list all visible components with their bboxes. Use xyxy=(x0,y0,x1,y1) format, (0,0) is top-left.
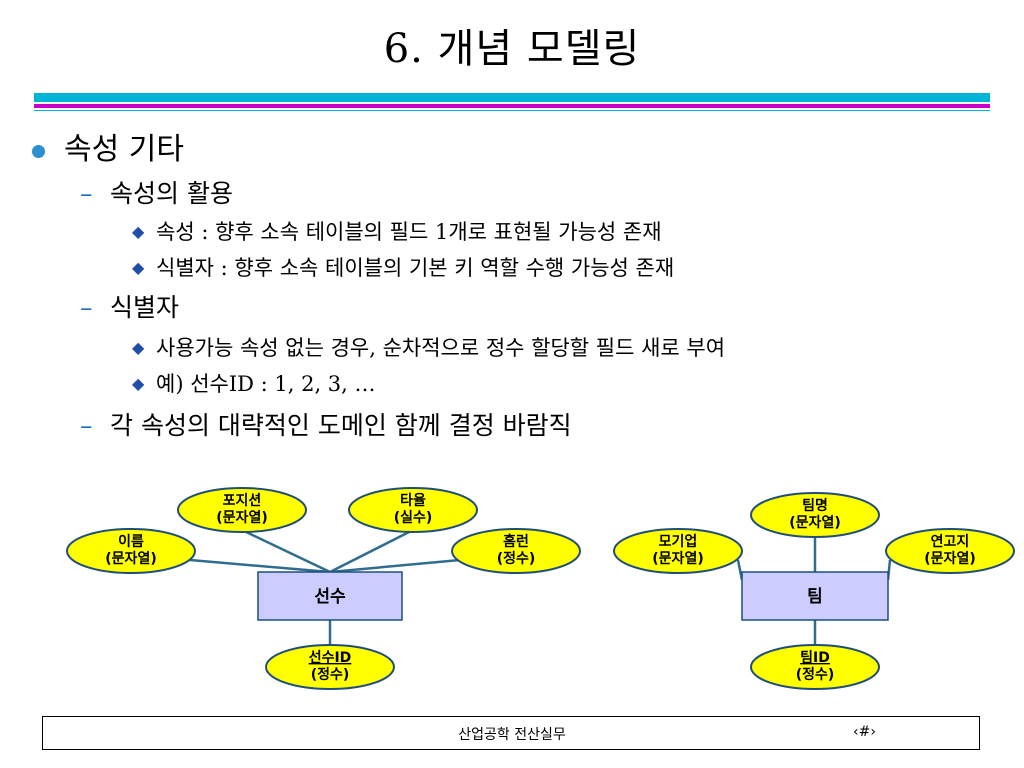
footer-page-number: ‹#› xyxy=(853,724,876,740)
attribute-home-runs: 홈런 (정수) xyxy=(451,528,581,574)
attribute-ellipse xyxy=(177,487,307,533)
attribute-batting-average: 타율 (실수) xyxy=(348,487,478,533)
attribute-name: 연고지 xyxy=(931,534,970,550)
attribute-player-id: 선수ID (정수) xyxy=(265,644,395,690)
footer-course: 산업공학 전산실무 xyxy=(458,727,566,743)
section-label: 식별자 xyxy=(110,293,180,322)
attribute-type: (문자열) xyxy=(105,550,156,567)
attribute-name: 홈런 xyxy=(503,533,529,550)
attribute-type: (문자열) xyxy=(789,514,840,531)
section-item: 사용가능 속성 없는 경우, 순차적으로 정수 할당할 필드 새로 부여 xyxy=(156,336,726,360)
attribute-type: (정수) xyxy=(311,666,350,683)
attribute-name: 팀ID xyxy=(800,650,830,666)
entity-player: 선수 xyxy=(257,571,403,621)
entity-box xyxy=(257,571,403,621)
attribute-name: 타율 xyxy=(400,492,426,509)
attribute-ellipse xyxy=(66,528,196,574)
attribute-type: (정수) xyxy=(796,666,835,683)
attribute-ellipse xyxy=(451,528,581,574)
entity-team: 팀 xyxy=(741,571,889,621)
title-rule-thin xyxy=(34,110,990,111)
attribute-position: 포지션 (문자열) xyxy=(177,487,307,533)
section-label: 속성의 활용 xyxy=(110,179,233,208)
diamond-bullet-icon: ◆ xyxy=(132,374,145,393)
attribute-type: (문자열) xyxy=(216,509,267,526)
attribute-ellipse xyxy=(750,644,880,690)
dash-icon: – xyxy=(80,411,93,440)
attribute-ellipse xyxy=(265,644,395,690)
attribute-parent-company: 모기업 (문자열) xyxy=(613,528,743,574)
connector-line xyxy=(329,528,414,574)
heading-bullet: 속성 기타 xyxy=(64,132,184,167)
attribute-type: (문자열) xyxy=(924,550,975,567)
section-item: 예) 선수ID : 1, 2, 3, … xyxy=(156,372,376,396)
dash-icon: – xyxy=(80,179,93,208)
attribute-type: (실수) xyxy=(394,510,433,526)
attribute-ellipse xyxy=(613,528,743,574)
bullet-dot-icon xyxy=(32,145,45,158)
entity-box xyxy=(741,571,889,621)
attribute-name: 이름 xyxy=(118,533,144,550)
title-rule-magenta xyxy=(34,104,990,108)
attribute-ellipse xyxy=(885,528,1015,574)
entity-label: 팀 xyxy=(807,587,823,607)
attribute-name: 포지션 xyxy=(223,492,262,509)
attribute-team-id: 팀ID (정수) xyxy=(750,644,880,690)
connector-line xyxy=(189,558,331,574)
slide-title: 6. 개념 모델링 xyxy=(383,26,641,72)
attribute-name: 모기업 xyxy=(659,534,698,550)
attribute-name-player: 이름 (문자열) xyxy=(66,528,196,574)
connector-line xyxy=(329,558,461,574)
title-rule-cyan xyxy=(34,93,990,102)
attribute-type: (정수) xyxy=(497,550,536,567)
dash-icon: – xyxy=(80,293,93,322)
attribute-ellipse xyxy=(750,492,880,538)
connector-line xyxy=(241,528,331,574)
connector-lines xyxy=(189,528,892,645)
entity-label: 선수 xyxy=(314,587,346,607)
diamond-bullet-icon: ◆ xyxy=(132,338,145,357)
section-label: 각 속성의 대략적인 도메인 함께 결정 바람직 xyxy=(110,411,572,440)
attribute-ellipse xyxy=(348,487,478,533)
attribute-type: (문자열) xyxy=(652,550,703,567)
section-item: 속성 : 향후 소속 테이블의 필드 1개로 표현될 가능성 존재 xyxy=(156,220,662,244)
section-item: 식별자 : 향후 소속 테이블의 기본 키 역할 수행 가능성 존재 xyxy=(156,256,675,280)
attribute-team-name: 팀명 (문자열) xyxy=(750,492,880,538)
attribute-home-city: 연고지 (문자열) xyxy=(885,528,1015,574)
diamond-bullet-icon: ◆ xyxy=(132,258,145,277)
diamond-bullet-icon: ◆ xyxy=(132,222,145,241)
attribute-name: 선수ID xyxy=(309,650,352,666)
slide-footer: 산업공학 전산실무 ‹#› xyxy=(42,716,980,750)
attribute-name: 팀명 xyxy=(802,497,828,514)
